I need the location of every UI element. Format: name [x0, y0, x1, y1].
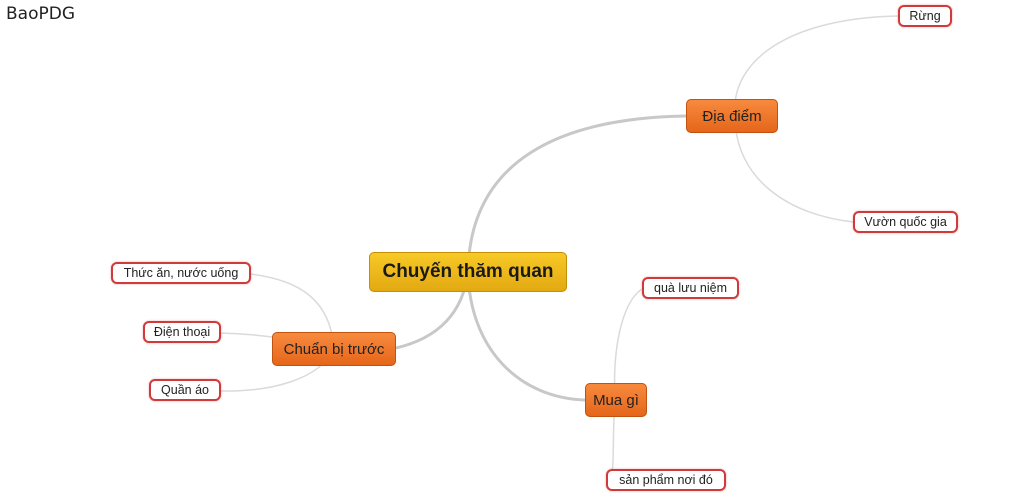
root-topic[interactable]: Chuyến thăm quan	[369, 252, 567, 292]
connector-rung	[734, 15, 899, 117]
connector-vuon-quoc-gia	[734, 115, 854, 223]
connector-root-mua-gi	[466, 271, 586, 402]
leaf-dien-thoai[interactable]: Điện thoại	[143, 321, 221, 343]
leaf-rung[interactable]: Rừng	[898, 5, 952, 27]
leaf-quan-ao[interactable]: Quần áo	[149, 379, 221, 401]
leaf-thuc-an-nuoc-uong[interactable]: Thức ăn, nước uống	[111, 262, 251, 284]
leaf-vuon-quoc-gia[interactable]: Vườn quốc gia	[853, 211, 958, 233]
leaf-san-pham-noi-do[interactable]: sản phẩm nơi đó	[606, 469, 726, 491]
branch-chuan-bi-truoc[interactable]: Chuẩn bị trước	[272, 332, 396, 366]
leaf-qua-luu-niem[interactable]: quà lưu niệm	[642, 277, 739, 299]
connector-qua-luu-niem	[613, 288, 643, 401]
connector-root-dia-diem	[466, 114, 687, 273]
author-label: BaoPDG	[6, 4, 75, 24]
branch-dia-diem[interactable]: Địa điểm	[686, 99, 778, 133]
branch-mua-gi[interactable]: Mua gì	[585, 383, 647, 417]
